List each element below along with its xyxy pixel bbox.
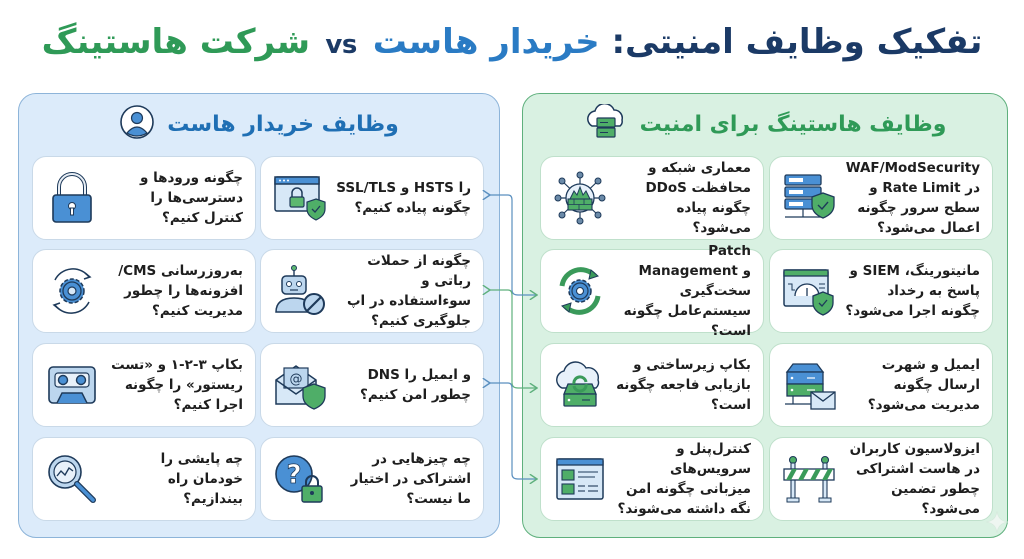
- card-backup-321: بکاپ ۳-۲-۱ و «تست ریستور» را چگونه اجرا …: [32, 343, 256, 427]
- cassette-tape-icon: [43, 356, 101, 414]
- robot-block-icon: [271, 262, 329, 320]
- host-buyer-header: وظایف خریدار هاست: [19, 102, 499, 146]
- magnifier-chart-icon: [43, 450, 101, 508]
- sparkle-icon: [985, 510, 1009, 534]
- host-buyer-title: وظایف خریدار هاست: [167, 111, 399, 137]
- gear-refresh-icon: [43, 262, 101, 320]
- card-access-control: چگونه ورودها و دسترسی‌ها را کنترل کنیم؟: [32, 156, 256, 240]
- title-part-1: تفکیک وظایف امنیتی:: [611, 22, 983, 62]
- hosting-company-panel: وظایف هاستینگ برای امنیت WAF/ModSecurity…: [522, 93, 1008, 538]
- hosting-company-header: وظایف هاستینگ برای امنیت: [523, 102, 1007, 146]
- card-text: چه چیزهایی در اشتراکی در اختیار ما نیست؟: [350, 451, 471, 507]
- control-panel-icon: [551, 450, 609, 508]
- user-avatar-icon: [119, 104, 155, 144]
- host-buyer-panel: وظایف خریدار هاست SSL/TLS و HSTS را چگون…: [18, 93, 500, 538]
- card-text: بکاپ ۳-۲-۱ و «تست ریستور» را چگونه اجرا …: [111, 357, 243, 413]
- card-monitoring-siem: مانیتورینگ، SIEM و پاسخ به رخداد چگونه ا…: [769, 249, 993, 333]
- email-shield-icon: @: [271, 356, 329, 414]
- card-shared-limits: ? چه چیزهایی در اشتراکی در اختیار ما نیس…: [260, 437, 484, 521]
- network-firewall-icon: [551, 169, 609, 227]
- card-text: به‌روزرسانی CMS/ افزونه‌ها را چطور مدیری…: [118, 263, 243, 319]
- card-text: WAF/ModSecurity و Rate Limit در سطح سرور…: [845, 160, 980, 236]
- svg-text:?: ?: [286, 460, 301, 490]
- card-patch-management: Patch Management و سخت‌گیری سیستم‌عامل چ…: [540, 243, 764, 339]
- card-bot-protection: چگونه از حملات رباتی و سوءاستفاده در اپ …: [260, 249, 484, 333]
- card-text: معماری شبکه و محافظت DDoS چگونه پیاده می…: [645, 160, 751, 236]
- gear-sync-icon: [551, 262, 609, 320]
- barrier-icon: [780, 450, 838, 508]
- hosting-company-title: وظایف هاستینگ برای امنیت: [639, 111, 947, 137]
- card-text: چه پایشی را خودمان راه بیندازیم؟: [160, 451, 243, 507]
- title-vs: vs: [325, 30, 357, 60]
- card-text: چگونه ورودها و دسترسی‌ها را کنترل کنیم؟: [139, 170, 243, 226]
- card-text: DNS و ایمیل را چطور امن کنیم؟: [360, 367, 471, 403]
- dashboard-shield-icon: [780, 262, 838, 320]
- card-self-monitoring: چه پایشی را خودمان راه بیندازیم؟: [32, 437, 256, 521]
- card-text: کنترل‌پنل و سرویس‌های میزبانی چگونه امن …: [617, 441, 752, 517]
- card-cms-updates: به‌روزرسانی CMS/ افزونه‌ها را چطور مدیری…: [32, 249, 256, 333]
- padlock-icon: [43, 169, 101, 227]
- card-ddos-network: معماری شبکه و محافظت DDoS چگونه پیاده می…: [540, 156, 764, 240]
- question-lock-icon: ?: [271, 450, 329, 508]
- svg-text:@: @: [290, 372, 303, 387]
- browser-lock-shield-icon: [271, 169, 329, 227]
- cloud-backup-icon: [551, 356, 609, 414]
- server-shield-icon: [780, 169, 838, 227]
- card-ssl-hsts: SSL/TLS و HSTS را چگونه پیاده کنیم؟: [260, 156, 484, 240]
- title-part-host-buyer: خریدار هاست: [372, 22, 600, 62]
- card-infra-backup: بکاپ زیرساختی و بازیابی فاجعه چگونه است؟: [540, 343, 764, 427]
- card-dns-email: @ DNS و ایمیل را چطور امن کنیم؟: [260, 343, 484, 427]
- card-text: مانیتورینگ، SIEM و پاسخ به رخداد چگونه ا…: [845, 263, 980, 319]
- title-part-hosting-company: شرکت هاستینگ: [41, 22, 311, 62]
- card-text: ایزولاسیون کاربران در هاست اشتراکی چطور …: [849, 441, 980, 517]
- server-mail-icon: [780, 356, 838, 414]
- card-waf-ratelimit: WAF/ModSecurity و Rate Limit در سطح سرور…: [769, 156, 993, 240]
- page-title: تفکیک وظایف امنیتی: خریدار هاست vs شرکت …: [0, 14, 1024, 70]
- card-text: Patch Management و سخت‌گیری سیستم‌عامل چ…: [623, 243, 751, 339]
- cloud-server-icon: [584, 102, 628, 144]
- card-text: بکاپ زیرساختی و بازیابی فاجعه چگونه است؟: [616, 357, 751, 413]
- card-text: چگونه از حملات رباتی و سوءاستفاده در اپ …: [346, 253, 471, 329]
- card-email-reputation: ایمیل و شهرت ارسال چگونه مدیریت می‌شود؟: [769, 343, 993, 427]
- card-user-isolation: ایزولاسیون کاربران در هاست اشتراکی چطور …: [769, 437, 993, 521]
- card-control-panel: کنترل‌پنل و سرویس‌های میزبانی چگونه امن …: [540, 437, 764, 521]
- card-text: SSL/TLS و HSTS را چگونه پیاده کنیم؟: [336, 180, 471, 216]
- card-text: ایمیل و شهرت ارسال چگونه مدیریت می‌شود؟: [867, 357, 980, 413]
